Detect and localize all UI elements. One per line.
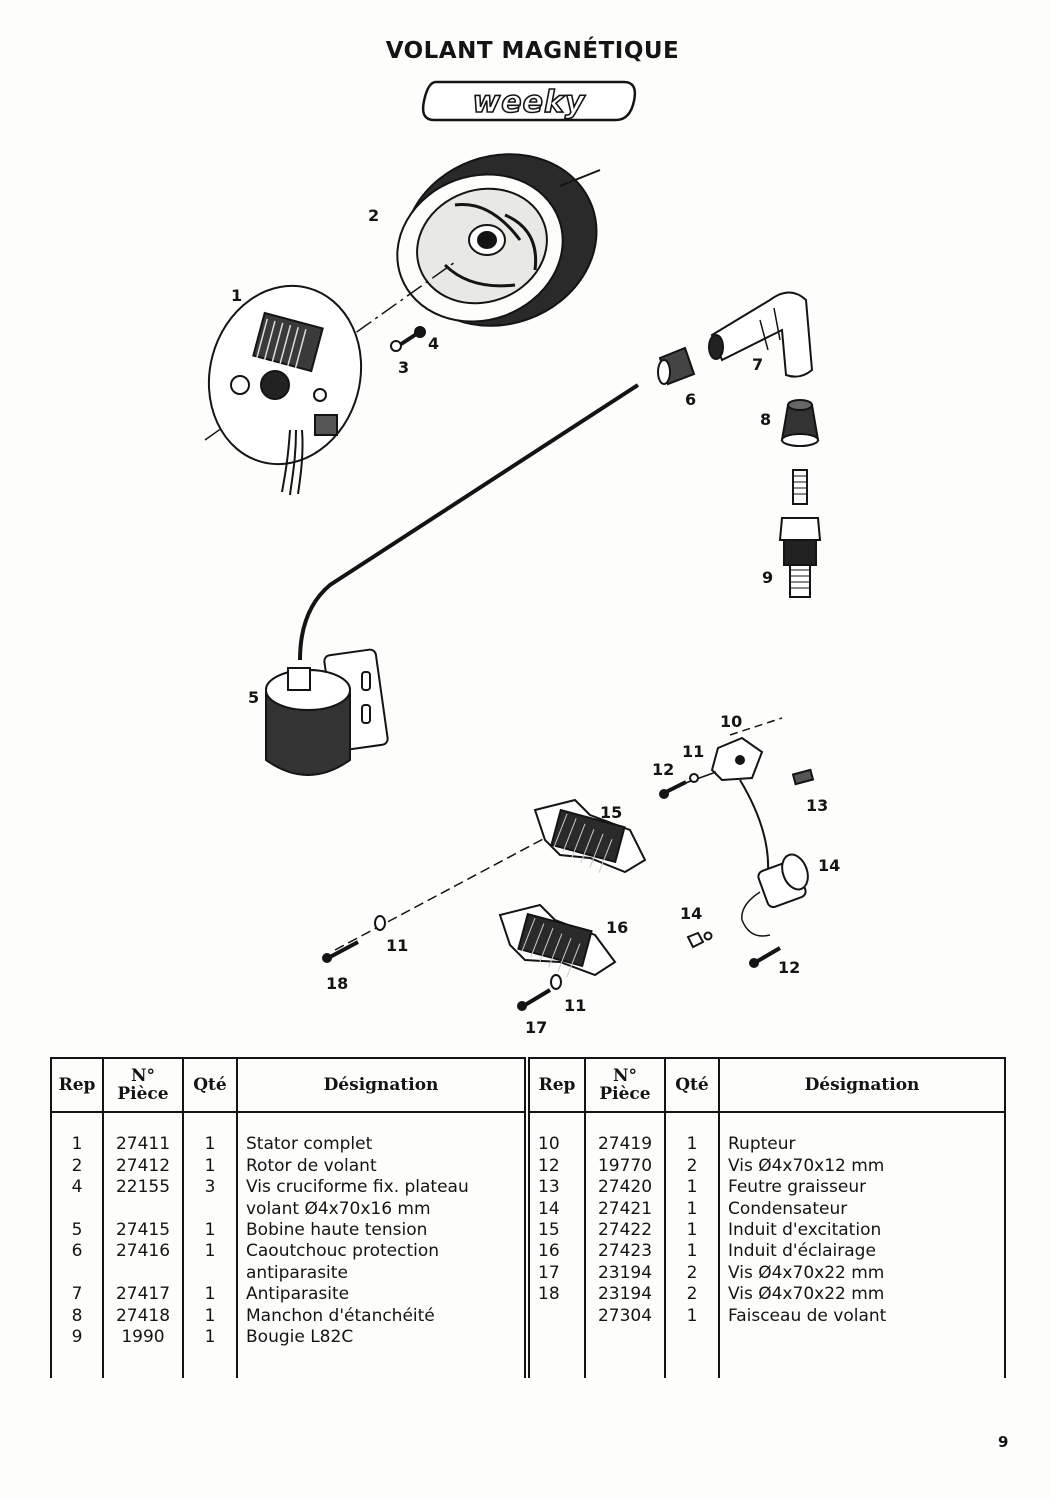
callout-14: 14	[680, 904, 703, 923]
table-row: antiparasite	[50, 1262, 526, 1285]
col-piece: N°Pièce	[584, 1057, 665, 1113]
callout-15: 15	[600, 803, 623, 822]
table-header-row: Rep N°Pièce Qté Désignation	[528, 1057, 1006, 1113]
callout-12: 12	[652, 760, 675, 779]
callout-14: 14	[818, 856, 841, 875]
callout-18: 18	[326, 974, 349, 993]
table-header-row: Rep N°Pièce Qté Désignation	[50, 1057, 526, 1113]
excitation-coil	[533, 798, 647, 874]
callout-8: 8	[760, 410, 772, 429]
page-number: 9	[998, 1433, 1009, 1451]
stator-plate	[207, 284, 363, 496]
table-row	[528, 1327, 1006, 1349]
rubber-cap	[657, 346, 696, 386]
brand-logo-text: weeky	[473, 85, 586, 120]
suppressor-cap	[708, 291, 814, 378]
col-qte: Qté	[664, 1057, 719, 1113]
callout-4: 4	[428, 334, 440, 353]
spark-plug	[778, 469, 822, 598]
lighting-coil	[498, 903, 617, 978]
callout-11: 11	[564, 996, 587, 1015]
col-rep: Rep	[50, 1057, 103, 1113]
col-designation: Désignation	[236, 1057, 526, 1113]
callout-17: 17	[525, 1018, 548, 1037]
sealing-sleeve	[780, 399, 820, 447]
callout-1: 1	[231, 286, 243, 305]
col-designation: Désignation	[718, 1057, 1006, 1113]
page-title: VOLANT MAGNÉTIQUE	[385, 38, 680, 64]
callout-2: 2	[368, 206, 380, 225]
screw-4	[390, 326, 426, 352]
exploded-diagram	[204, 153, 822, 1011]
callout-11: 11	[386, 936, 409, 955]
callout-10: 10	[720, 712, 743, 731]
rotor-flywheel	[396, 153, 601, 327]
callout-9: 9	[762, 568, 774, 587]
callout-5: 5	[248, 688, 260, 707]
condenser	[741, 853, 809, 937]
col-qte: Qté	[182, 1057, 237, 1113]
brand-logo: weeky	[421, 80, 637, 122]
callout-7: 7	[752, 355, 764, 374]
callout-3: 3	[398, 358, 410, 377]
ht-coil	[265, 648, 389, 776]
col-rep: Rep	[528, 1057, 585, 1113]
table-row: volant Ø4x70x16 mm	[50, 1198, 526, 1221]
col-piece: N°Pièce	[102, 1057, 183, 1113]
callout-6: 6	[685, 390, 697, 409]
callout-12: 12	[778, 958, 801, 977]
callout-13: 13	[806, 796, 829, 815]
callout-16: 16	[606, 918, 629, 937]
callout-11: 11	[682, 742, 705, 761]
felt-lubricator	[791, 768, 815, 786]
contact-breaker	[679, 736, 764, 786]
